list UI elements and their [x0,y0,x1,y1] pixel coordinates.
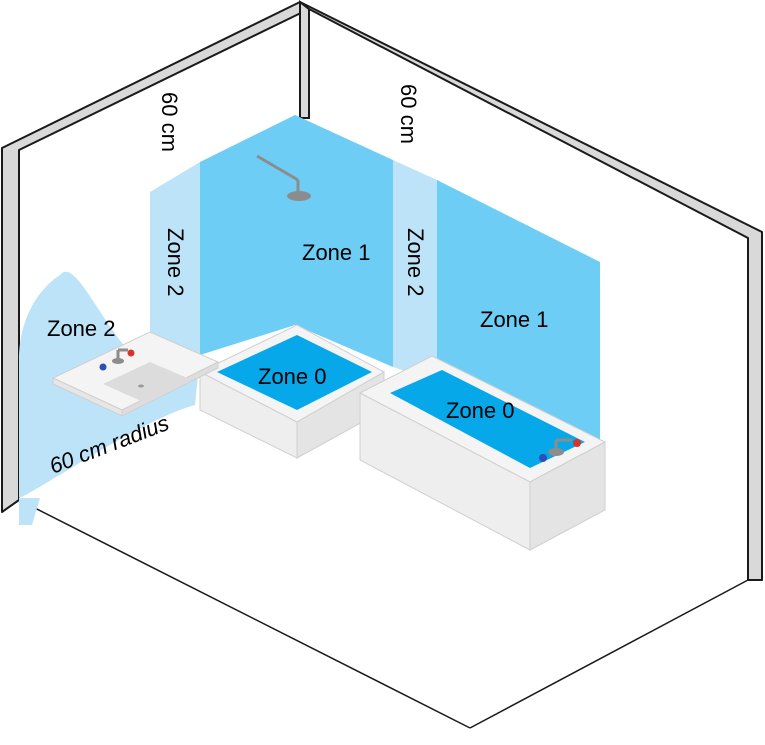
shower-tray [198,324,386,459]
dim-label-right: 60 cm [396,84,421,144]
zone1-shower-label: Zone 1 [302,240,371,265]
zone2-bath-strip [393,160,437,382]
wash-basin [51,331,220,417]
zone0-shower-water [217,335,372,410]
zone1-bath-label: Zone 1 [480,307,549,332]
zone2-bath-label: Zone 2 [403,228,428,297]
floor-outline [18,499,749,729]
bath-tap [539,438,581,462]
zone2-shower-strip [150,162,200,385]
zone0-bath-water [390,370,585,468]
zone1-shower-area [200,115,393,367]
dim-label-left: 60 cm [157,92,182,152]
basin-tap [99,348,135,371]
back-corner-post [299,0,310,119]
zone1-bath-area [437,180,600,440]
bath-tub [358,355,607,551]
zone2-shower-label: Zone 2 [163,228,188,297]
zone2-basin-label: Zone 2 [47,316,116,341]
shower-head [256,154,311,201]
zone0-bath-label: Zone 0 [446,398,515,423]
zone0-shower-label: Zone 0 [258,364,327,389]
